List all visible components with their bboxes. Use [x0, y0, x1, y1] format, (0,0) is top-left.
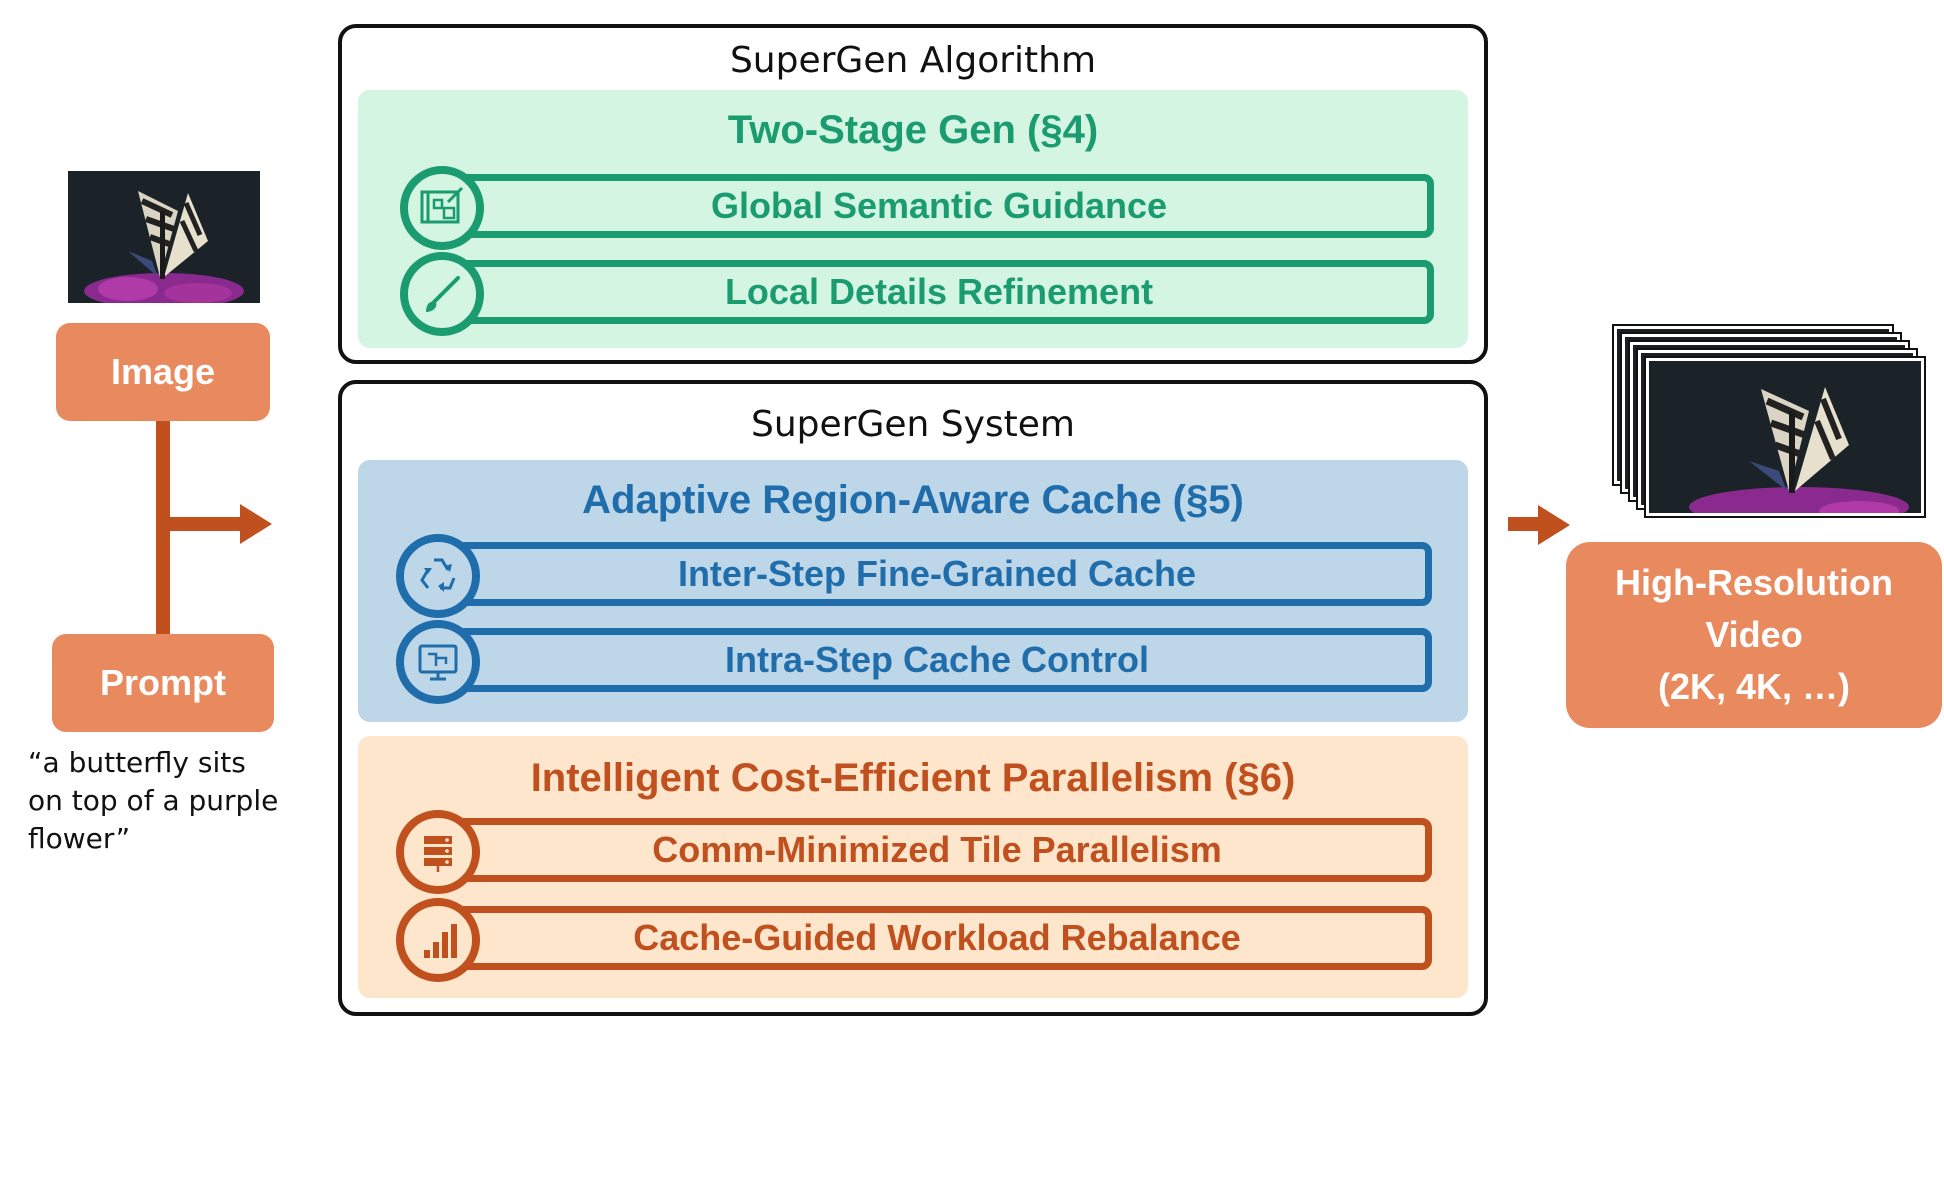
local-details-refinement-label: Local Details Refinement [724, 271, 1154, 312]
intra-step-cache-item: Intra-Step Cache Control [442, 628, 1432, 692]
video-frame-front [1646, 358, 1924, 516]
local-details-refinement-item: Local Details Refinement [444, 260, 1434, 324]
input-image-thumbnail [68, 171, 260, 303]
two-stage-gen-title: Two-Stage Gen (§4) [727, 108, 1099, 152]
brush-icon [400, 252, 484, 336]
monitor-icon [396, 620, 480, 704]
global-semantic-guidance-label: Global Semantic Guidance [710, 185, 1168, 226]
global-semantic-guidance-item: Global Semantic Guidance [444, 174, 1434, 238]
adaptive-cache-title: Adaptive Region-Aware Cache (§5) [582, 478, 1244, 522]
output-line-3: (2K, 4K, …) [1657, 666, 1851, 707]
algorithm-title: SuperGen Algorithm [729, 40, 1097, 81]
input-connector-vertical [156, 421, 170, 635]
output-box: High-Resolution Video (2K, 4K, …) [1566, 542, 1942, 728]
system-title: SuperGen System [750, 404, 1076, 445]
image-input-box: Image [56, 323, 270, 421]
input-arrow-icon [240, 504, 272, 544]
input-connector-horizontal [166, 517, 242, 531]
intra-step-cache-label: Intra-Step Cache Control [724, 639, 1150, 680]
blueprint-icon [400, 166, 484, 250]
tile-parallelism-label: Comm-Minimized Tile Parallelism [652, 829, 1222, 870]
bar-chart-icon [396, 898, 480, 982]
workload-rebalance-label: Cache-Guided Workload Rebalance [633, 917, 1241, 958]
inter-step-cache-item: Inter-Step Fine-Grained Cache [442, 542, 1432, 606]
parallelism-title: Intelligent Cost-Efficient Parallelism (… [530, 756, 1296, 800]
output-line-2: Video [1705, 614, 1803, 655]
server-icon [396, 810, 480, 894]
output-line-1: High-Resolution [1615, 562, 1893, 603]
prompt-input-label: Prompt [100, 662, 226, 703]
workload-rebalance-item: Cache-Guided Workload Rebalance [442, 906, 1432, 970]
output-arrow-icon [1538, 505, 1570, 545]
prompt-input-box: Prompt [52, 634, 274, 732]
prompt-text: “a butterfly sits on top of a purple flo… [28, 746, 279, 855]
output-connector [1508, 517, 1542, 531]
inter-step-cache-label: Inter-Step Fine-Grained Cache [677, 553, 1197, 594]
image-input-label: Image [110, 351, 216, 392]
recycle-icon [396, 534, 480, 618]
tile-parallelism-item: Comm-Minimized Tile Parallelism [442, 818, 1432, 882]
